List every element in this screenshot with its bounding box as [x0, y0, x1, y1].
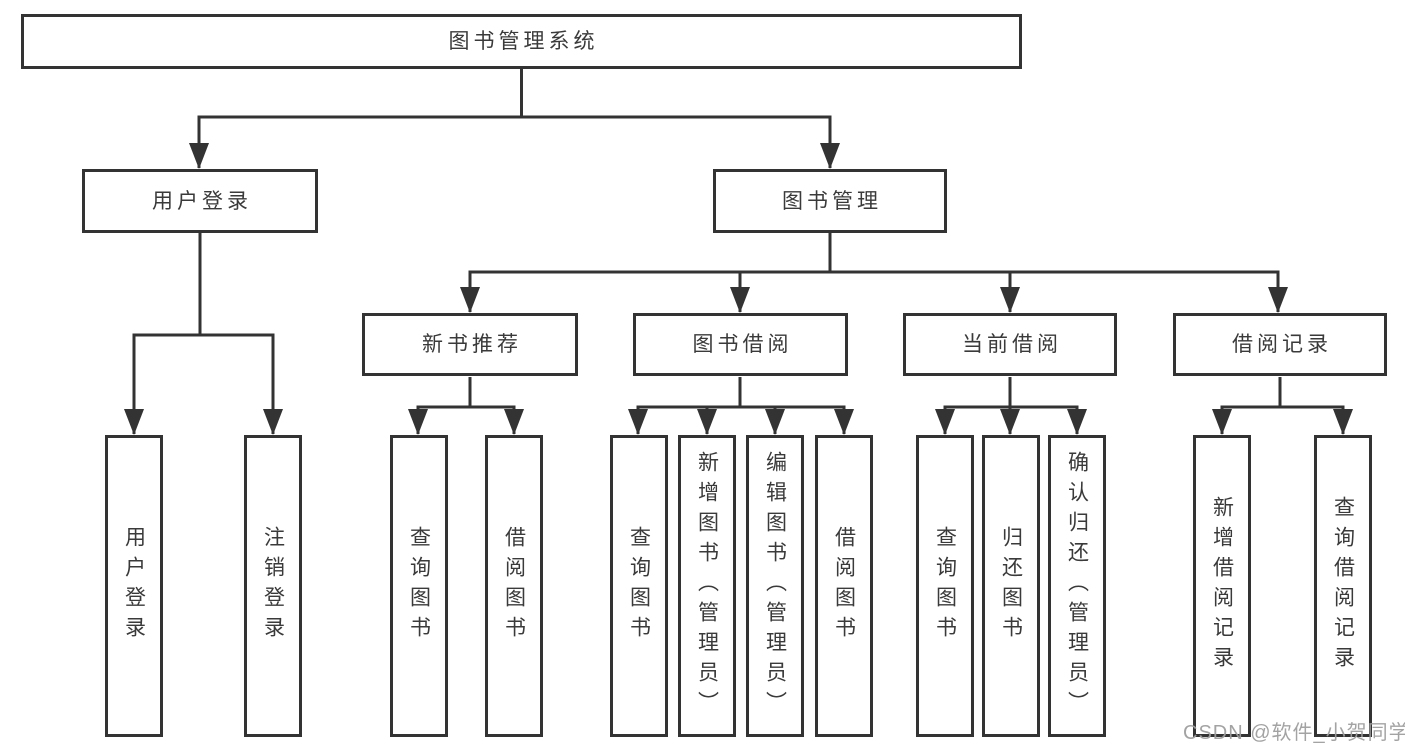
arrowhead	[765, 409, 785, 435]
node-label: 图书管理	[782, 189, 882, 213]
node-leaf-query-books-recommend: 查询图书	[390, 435, 448, 737]
node-label: 借阅图书	[502, 526, 526, 646]
node-label: 当前借阅	[962, 333, 1062, 356]
arrowhead	[1067, 409, 1087, 435]
node-label: 注销登录	[261, 526, 285, 646]
node-label: 图书管理系统	[448, 30, 599, 53]
arrowhead	[408, 409, 428, 435]
connector-user-login-to-children	[132, 233, 275, 434]
node-label: 查询图书	[627, 526, 651, 646]
connector-book-borrow-to-children	[636, 377, 846, 434]
arrowhead	[263, 409, 283, 435]
node-label: 借阅记录	[1232, 333, 1332, 356]
arrowhead	[935, 409, 955, 435]
connector-new-book-recommend-to-children	[416, 377, 516, 434]
arrowhead	[628, 409, 648, 435]
arrowhead	[697, 409, 717, 435]
node-leaf-query-borrow-record: 查询借阅记录	[1314, 435, 1372, 737]
node-label: 查询图书	[407, 526, 431, 646]
node-label: 用户登录	[122, 526, 146, 646]
arrowheads	[124, 143, 1353, 435]
node-label: 新书推荐	[422, 333, 522, 356]
node-leaf-query-books-current: 查询图书	[916, 435, 974, 737]
node-library-management-system: 图书管理系统	[21, 14, 1022, 69]
node-user-login: 用户登录	[82, 169, 318, 233]
node-label: 图书借阅	[692, 333, 793, 356]
node-book-management: 图书管理	[713, 169, 947, 233]
connector-root-to-level2	[197, 68, 832, 168]
arrowhead	[124, 409, 144, 435]
node-leaf-logout: 注销登录	[244, 435, 302, 737]
arrowhead	[460, 287, 480, 313]
arrowhead	[504, 409, 524, 435]
node-label: 用户登录	[152, 189, 252, 213]
arrowhead	[834, 409, 854, 435]
node-label: 新增图书（管理员）	[695, 451, 719, 721]
csdn-watermark: CSDN @软件_小贺同学	[1183, 722, 1405, 744]
node-leaf-add-book-admin: 新增图书（管理员）	[678, 435, 736, 737]
node-book-borrow: 图书借阅	[633, 313, 848, 376]
node-leaf-borrow-books: 借阅图书	[815, 435, 873, 737]
arrowhead	[1000, 409, 1020, 435]
arrowhead	[189, 143, 209, 169]
node-leaf-borrow-books-recommend: 借阅图书	[485, 435, 543, 737]
node-current-borrow: 当前借阅	[903, 313, 1117, 376]
node-new-book-recommend: 新书推荐	[362, 313, 578, 376]
connector-borrow-records-to-children	[1220, 377, 1345, 434]
arrowhead	[820, 143, 840, 169]
node-leaf-return-book: 归还图书	[982, 435, 1040, 737]
node-leaf-confirm-return-admin: 确认归还（管理员）	[1048, 435, 1106, 737]
arrowhead	[1268, 287, 1288, 313]
node-label: 新增借阅记录	[1210, 496, 1234, 676]
arrowhead	[1212, 409, 1232, 435]
arrowhead	[1000, 287, 1020, 313]
arrowhead	[730, 287, 750, 313]
node-label: 确认归还（管理员）	[1065, 451, 1089, 721]
connector-book-management-to-level3	[468, 233, 1280, 312]
node-leaf-query-books-borrow: 查询图书	[610, 435, 668, 737]
node-label: 查询图书	[933, 526, 957, 646]
node-label: 归还图书	[999, 526, 1023, 646]
node-leaf-add-borrow-record: 新增借阅记录	[1193, 435, 1251, 737]
node-label: 借阅图书	[832, 526, 856, 646]
node-leaf-edit-book-admin: 编辑图书（管理员）	[746, 435, 804, 737]
node-borrow-records: 借阅记录	[1173, 313, 1387, 376]
node-label: 查询借阅记录	[1331, 496, 1355, 676]
node-label: 编辑图书（管理员）	[763, 451, 787, 721]
node-leaf-user-login: 用户登录	[105, 435, 163, 737]
arrowhead	[1333, 409, 1353, 435]
